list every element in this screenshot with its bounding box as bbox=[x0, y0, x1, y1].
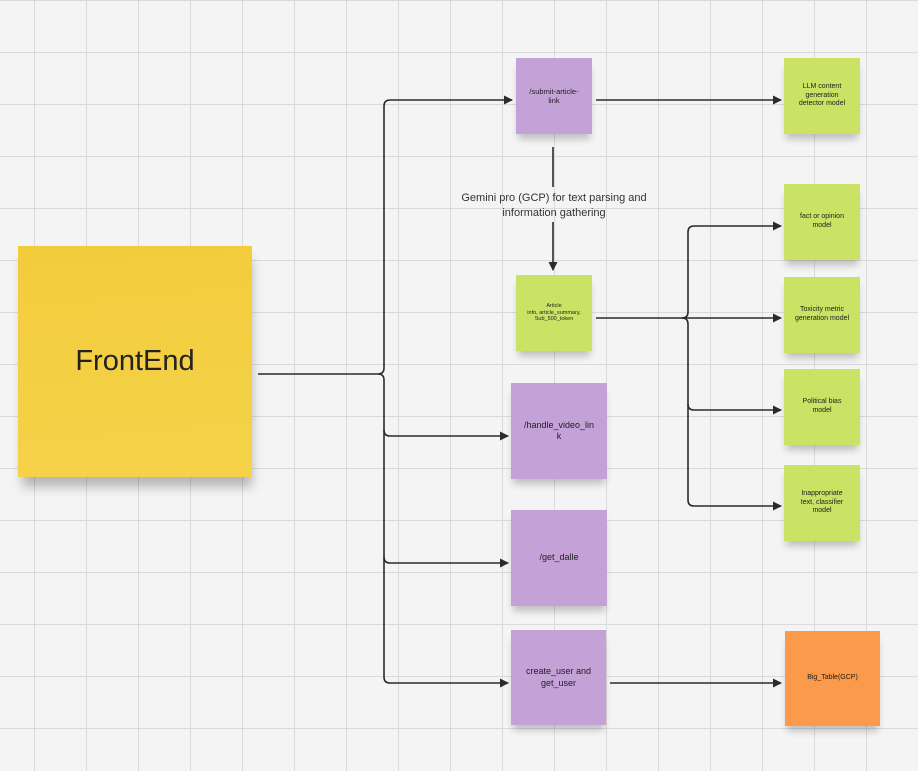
gemini-label-line: Gemini pro (GCP) for text parsing and bbox=[461, 192, 647, 204]
article-info-note[interactable]: Article info, article_summary, Sub_500_t… bbox=[516, 275, 592, 351]
note-text-line: model bbox=[812, 507, 832, 515]
llm-detector-model-note[interactable]: LLM content generation detector model bbox=[784, 58, 860, 134]
gemini-label-line: information gathering bbox=[502, 207, 606, 219]
note-text-line: /get_dalle bbox=[539, 552, 579, 563]
note-text-line: generation model bbox=[794, 315, 850, 322]
note-text-line: model bbox=[812, 407, 832, 414]
connector-frontend-create-user[interactable] bbox=[383, 557, 509, 688]
note-text-line: Big_Table(GCP) bbox=[807, 674, 858, 682]
note-text-line: get_user bbox=[540, 677, 576, 688]
note-text-line: Article bbox=[546, 302, 562, 309]
note-text-line: k bbox=[556, 431, 562, 441]
connector-article-inappropriate[interactable] bbox=[687, 404, 782, 511]
note-text-line: LLM content bbox=[802, 82, 842, 90]
note-text-line: model bbox=[812, 222, 832, 229]
toxicity-metric-model-note[interactable]: Toxicity metric generation model bbox=[784, 277, 860, 353]
note-text-line: Political bias bbox=[802, 398, 842, 406]
connector-frontend-get-dalle[interactable] bbox=[383, 430, 509, 568]
note-text-line: Inappropriate bbox=[801, 489, 843, 497]
create-user-get-user-note[interactable]: create_user and get_user bbox=[511, 630, 606, 725]
note-text-line: fact or opinion bbox=[800, 213, 844, 221]
connector-article-bias[interactable] bbox=[681, 317, 782, 415]
note-text-line: generation bbox=[805, 91, 839, 99]
note-text-line: create_user and bbox=[525, 666, 592, 677]
inappropriate-text-classifier-note[interactable]: Inappropriate text, classifier model bbox=[784, 465, 860, 541]
frontend-label: FrontEnd bbox=[75, 345, 195, 378]
handle-video-link-note[interactable]: /handle_video_lin k bbox=[511, 383, 607, 479]
connector-frontend-handle-video[interactable] bbox=[377, 373, 509, 441]
note-text-line: info, article_summary, bbox=[527, 309, 581, 316]
note-text-line: Sub_500_token bbox=[534, 316, 574, 323]
note-text-line: detector model bbox=[798, 100, 846, 108]
note-text-line: /submit-article- bbox=[529, 86, 579, 96]
connector-article-fact[interactable] bbox=[596, 221, 782, 319]
note-text-line: link bbox=[548, 96, 560, 105]
frontend-sticky-note[interactable]: FrontEnd bbox=[18, 246, 252, 477]
gemini-connector-label[interactable]: Gemini pro (GCP) for text parsing and in… bbox=[449, 191, 659, 221]
connector-frontend-trunk[interactable] bbox=[258, 95, 513, 375]
big-table-gcp-note[interactable]: Big_Table(GCP) bbox=[785, 631, 880, 726]
submit-article-link-note[interactable]: /submit-article- link bbox=[516, 58, 592, 134]
note-text-line: text, classifier bbox=[800, 498, 844, 506]
note-text-line: Toxicity metric bbox=[800, 306, 844, 314]
fact-or-opinion-model-note[interactable]: fact or opinion model bbox=[784, 184, 860, 260]
note-text-line: /handle_video_lin bbox=[523, 419, 595, 430]
political-bias-model-note[interactable]: Political bias model bbox=[784, 369, 860, 445]
get-dalle-note[interactable]: /get_dalle bbox=[511, 510, 607, 606]
